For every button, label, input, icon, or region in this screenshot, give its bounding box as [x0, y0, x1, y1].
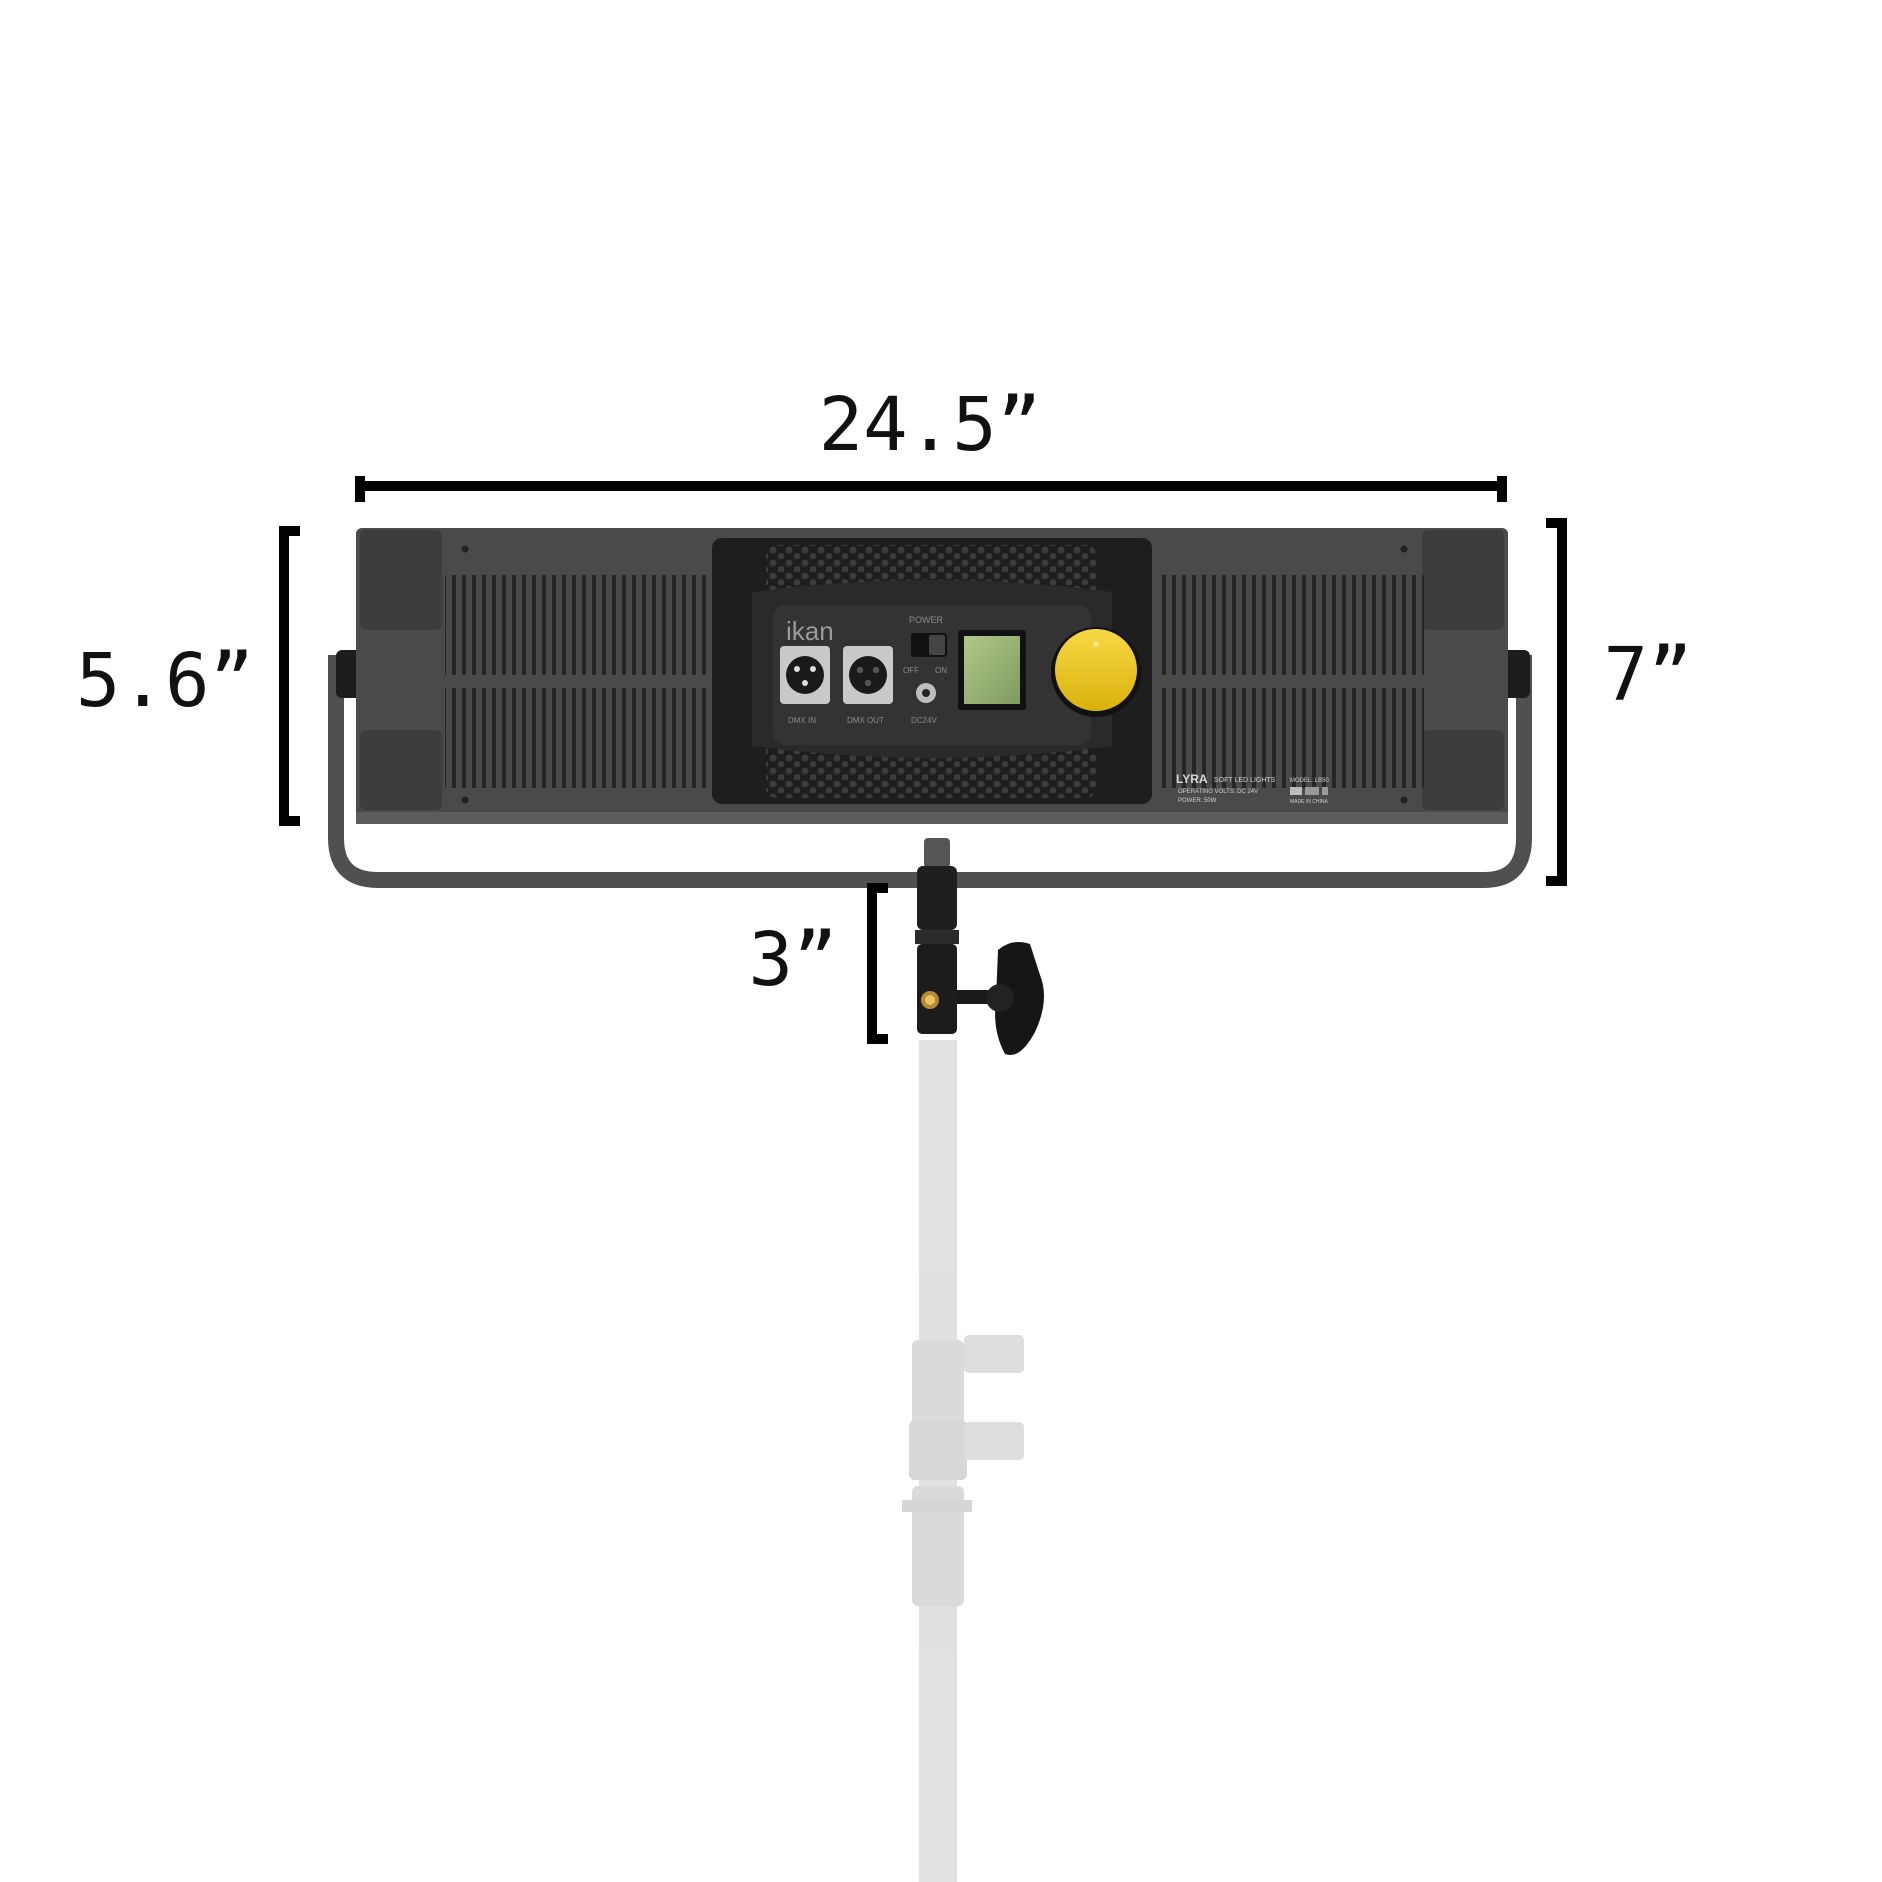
total-height-label: 7” [1603, 632, 1692, 718]
power-rating: POWER: 50W [1178, 798, 1217, 804]
product-name: SOFT LED LIGHTS [1214, 777, 1276, 784]
on-label: ON [935, 666, 947, 675]
width-dimension-bracket [355, 476, 1507, 502]
mount-height-label: 3” [748, 917, 837, 1003]
mounting-spigot [915, 838, 997, 1034]
light-stand [902, 1040, 1024, 1882]
dimmer-knob[interactable] [1051, 627, 1141, 717]
off-label: OFF [903, 666, 919, 675]
panel-height-bracket [279, 526, 300, 826]
led-panel [356, 528, 1508, 824]
dmx-out-connector[interactable] [843, 646, 893, 704]
dmx-in-label: DMX IN [788, 716, 816, 725]
panel-height-label: 5.6” [76, 638, 254, 724]
model-number: MODEL: LB50 [1290, 778, 1329, 784]
operating-volts: OPERATING VOLTS: DC 24V [1178, 789, 1258, 795]
mount-height-bracket [867, 883, 888, 1044]
width-dimension-label: 24.5” [819, 382, 1042, 468]
power-label: POWER [909, 615, 944, 625]
lcd-display [958, 630, 1026, 710]
dmx-out-label: DMX OUT [847, 716, 884, 725]
dc-in-label: DC24V [911, 716, 937, 725]
ikan-logo: ikan [786, 616, 834, 646]
made-in-label: MADE IN CHINA [1290, 799, 1328, 805]
certification-marks-icon [1290, 787, 1328, 795]
dmx-in-connector[interactable] [780, 646, 830, 704]
brand-logo: LYRA [1176, 772, 1208, 786]
total-height-bracket [1546, 518, 1567, 886]
power-switch[interactable] [911, 633, 947, 657]
dc-power-jack[interactable] [916, 683, 936, 703]
locking-knob[interactable] [986, 942, 1044, 1056]
